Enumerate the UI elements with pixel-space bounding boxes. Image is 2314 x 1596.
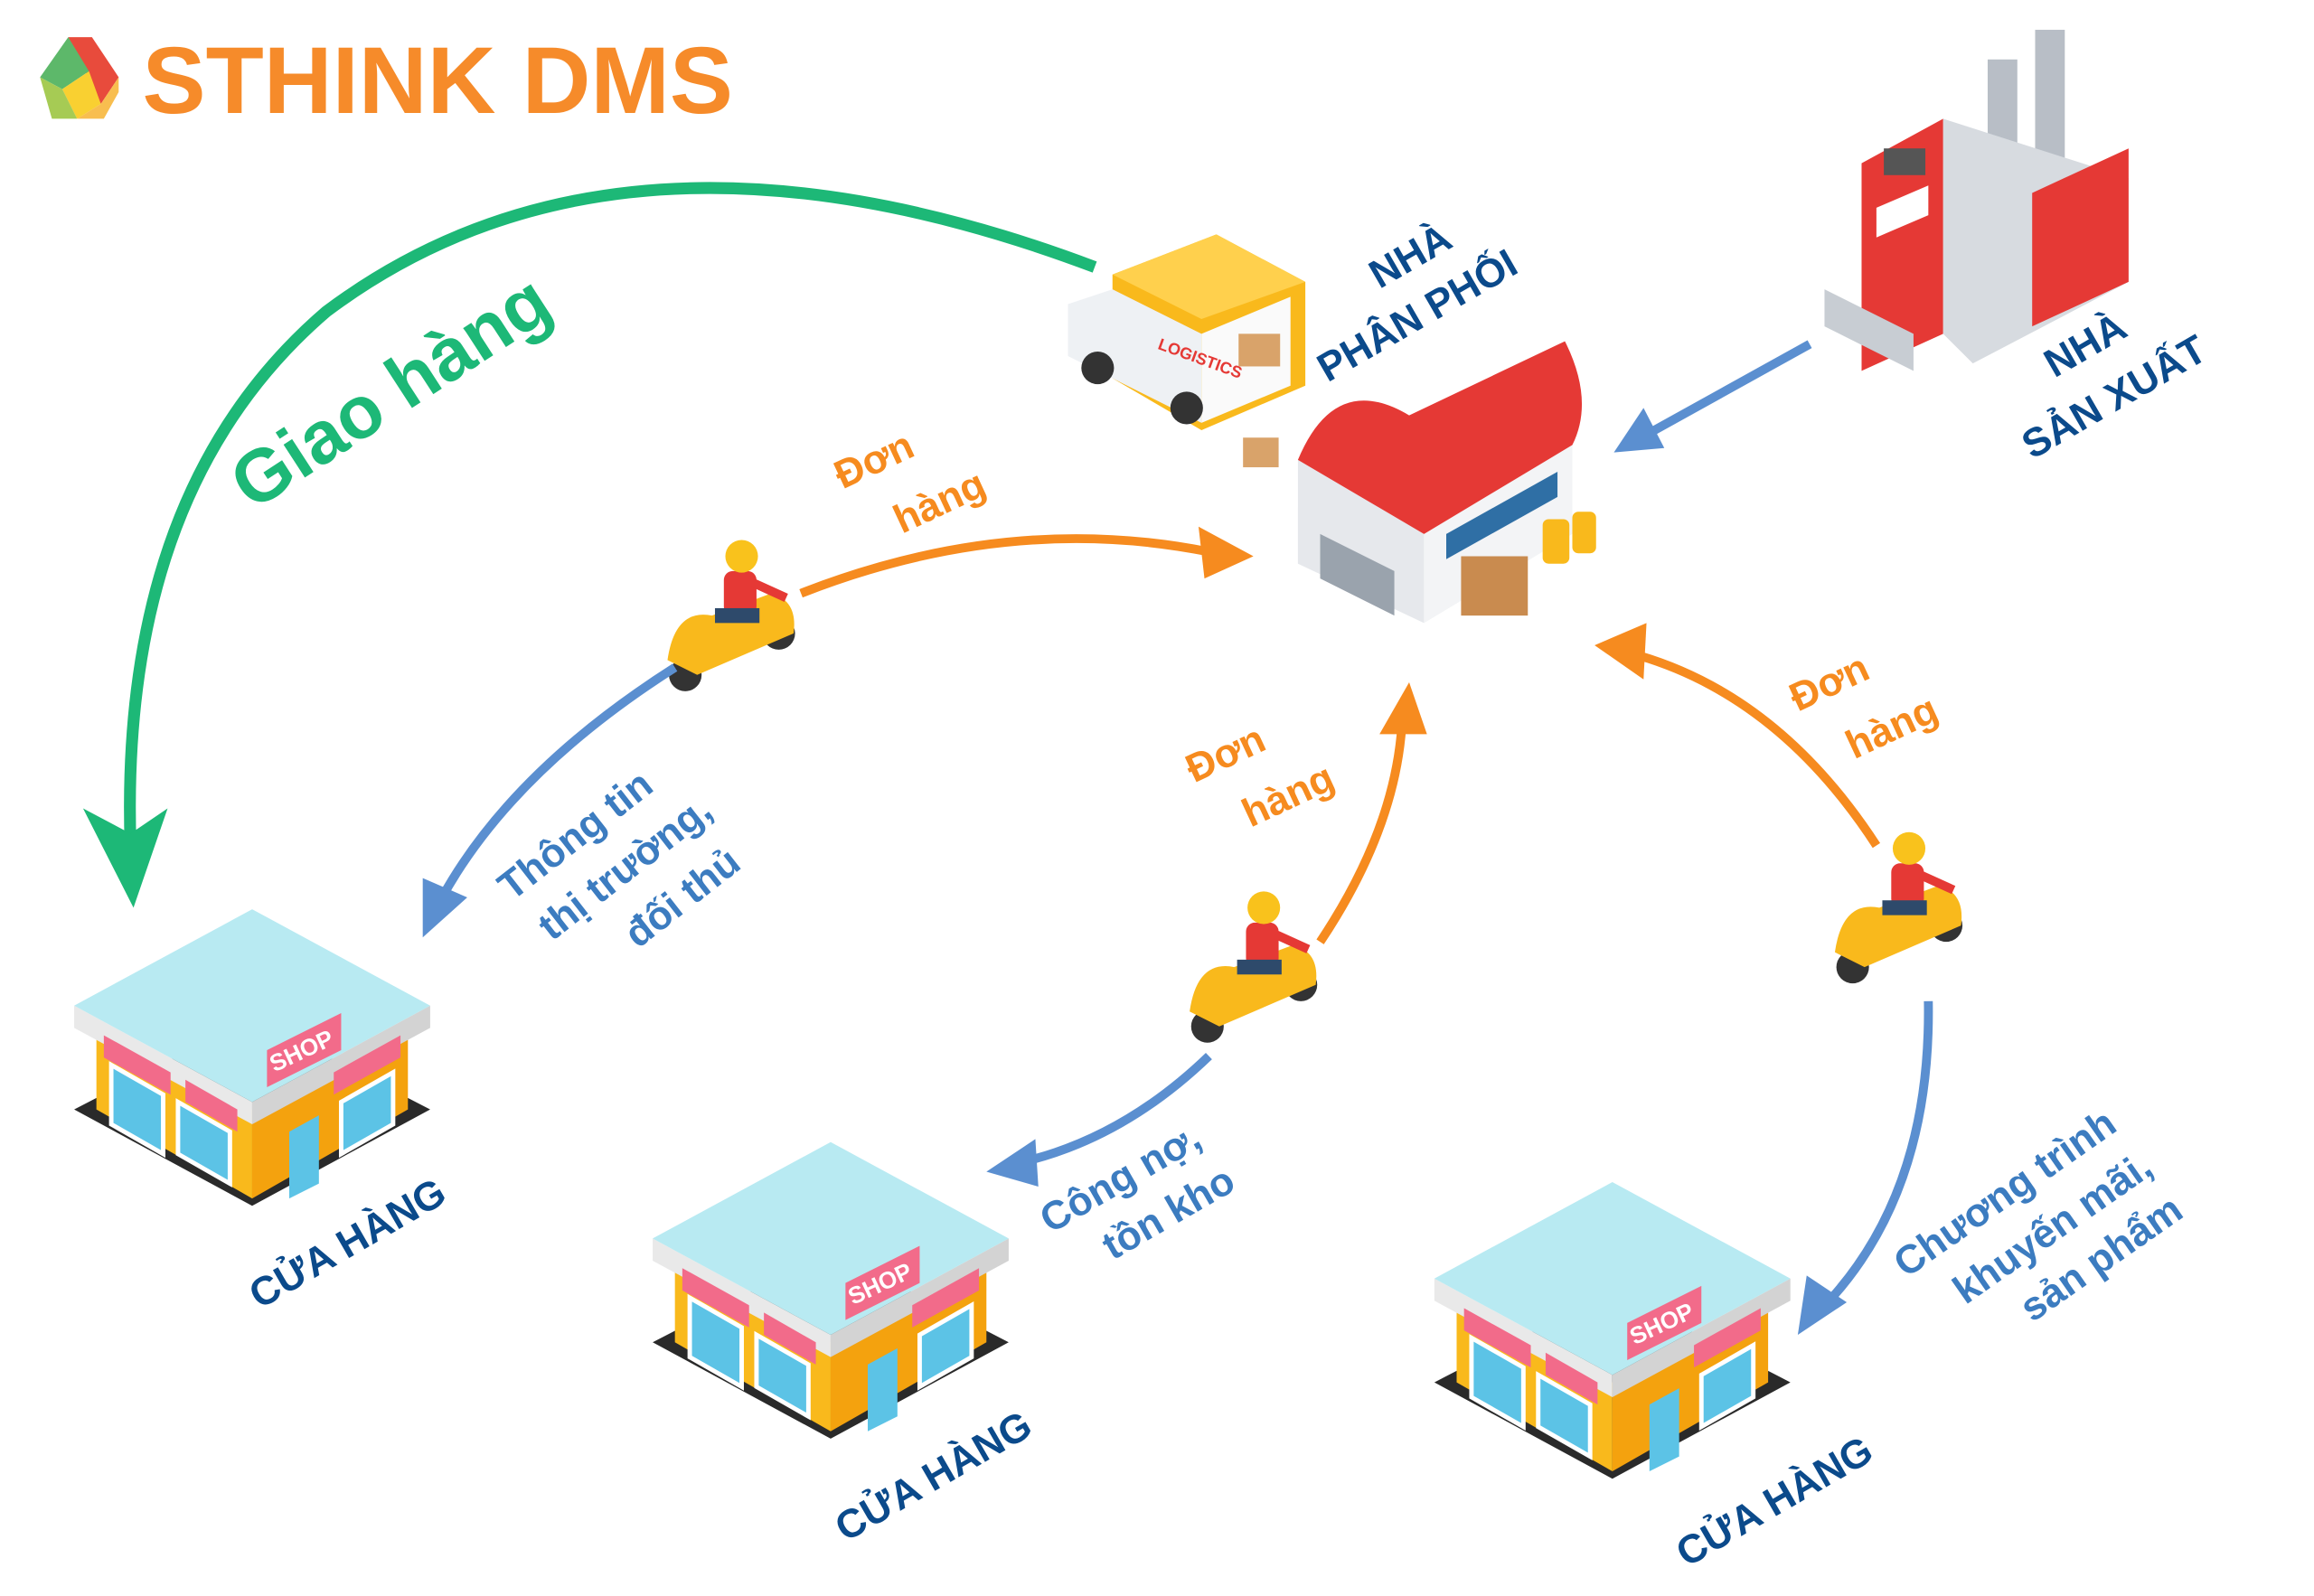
order-flow-2: Đơn hàng <box>1180 682 1427 944</box>
order-2-label-line1: Đơn <box>1180 717 1273 792</box>
logo-mark-icon <box>40 37 119 119</box>
supply-flow <box>1613 340 1812 453</box>
sales-scooter-2-illustration <box>1190 891 1317 1042</box>
order-3-label-line1: Đơn <box>1783 645 1876 720</box>
order-3-label-line2: hàng <box>1839 687 1945 767</box>
order-flow-3: Đơn hàng <box>1594 623 1945 849</box>
order-2-label-line2: hàng <box>1236 756 1341 836</box>
order-1-arrowhead-icon <box>1198 526 1254 579</box>
order-3-arrowhead-icon <box>1594 623 1647 680</box>
order-flow-1: Đơn hàng <box>799 423 1254 598</box>
distributor-warehouse-illustration <box>1297 341 1596 624</box>
debt-stock-arrowhead-icon <box>986 1139 1039 1187</box>
store-2: SHOP CỬA HÀNG <box>653 1142 1039 1550</box>
market-info-flow: Thông tin thị trường, đối thủ <box>422 663 748 956</box>
promotion-flow: Chương trình khuyến mãi, sản phẩm <box>1797 1000 2190 1336</box>
sales-scooter-1-illustration <box>667 540 795 690</box>
store-3-illustration <box>1434 1182 1791 1479</box>
store-3-label: CỬA HÀNG <box>1668 1426 1880 1575</box>
supply-arrowhead-icon <box>1613 408 1665 453</box>
store-1: SHOP CỬA HÀNG <box>74 909 454 1318</box>
store-2-illustration <box>653 1142 1009 1439</box>
store-2-label: CỬA HÀNG <box>827 1401 1039 1550</box>
market-info-arrowhead-icon <box>422 878 467 938</box>
logo: STHINK DMS <box>40 28 733 134</box>
order-1-label-line1: Đơn <box>828 423 921 498</box>
debt-stock-flow: Công nợ, tồn kho <box>986 1052 1242 1269</box>
truck-illustration: LOGISTICS <box>1068 234 1306 468</box>
promotion-arrowhead-icon <box>1797 1275 1848 1336</box>
order-2-arrowhead-icon <box>1379 682 1427 735</box>
delivery-label: Giao hàng <box>216 259 565 526</box>
brand-name: STHINK DMS <box>143 28 733 134</box>
delivery-arrow <box>124 182 1097 846</box>
store-1-illustration <box>74 909 430 1206</box>
sales-scooter-3-illustration <box>1835 832 1962 983</box>
delivery-arrowhead-icon <box>82 808 168 908</box>
order-1-label-line2: hàng <box>887 462 992 542</box>
manufacturer-label: NHÀ SẢN XUẤT <box>2014 304 2214 468</box>
store-3: SHOP CỬA HÀNG <box>1434 1182 1880 1575</box>
distributor-label: NHÀ PHÂN PHỐI <box>1309 214 1525 390</box>
manufacturer-factory-illustration <box>1824 29 2129 371</box>
